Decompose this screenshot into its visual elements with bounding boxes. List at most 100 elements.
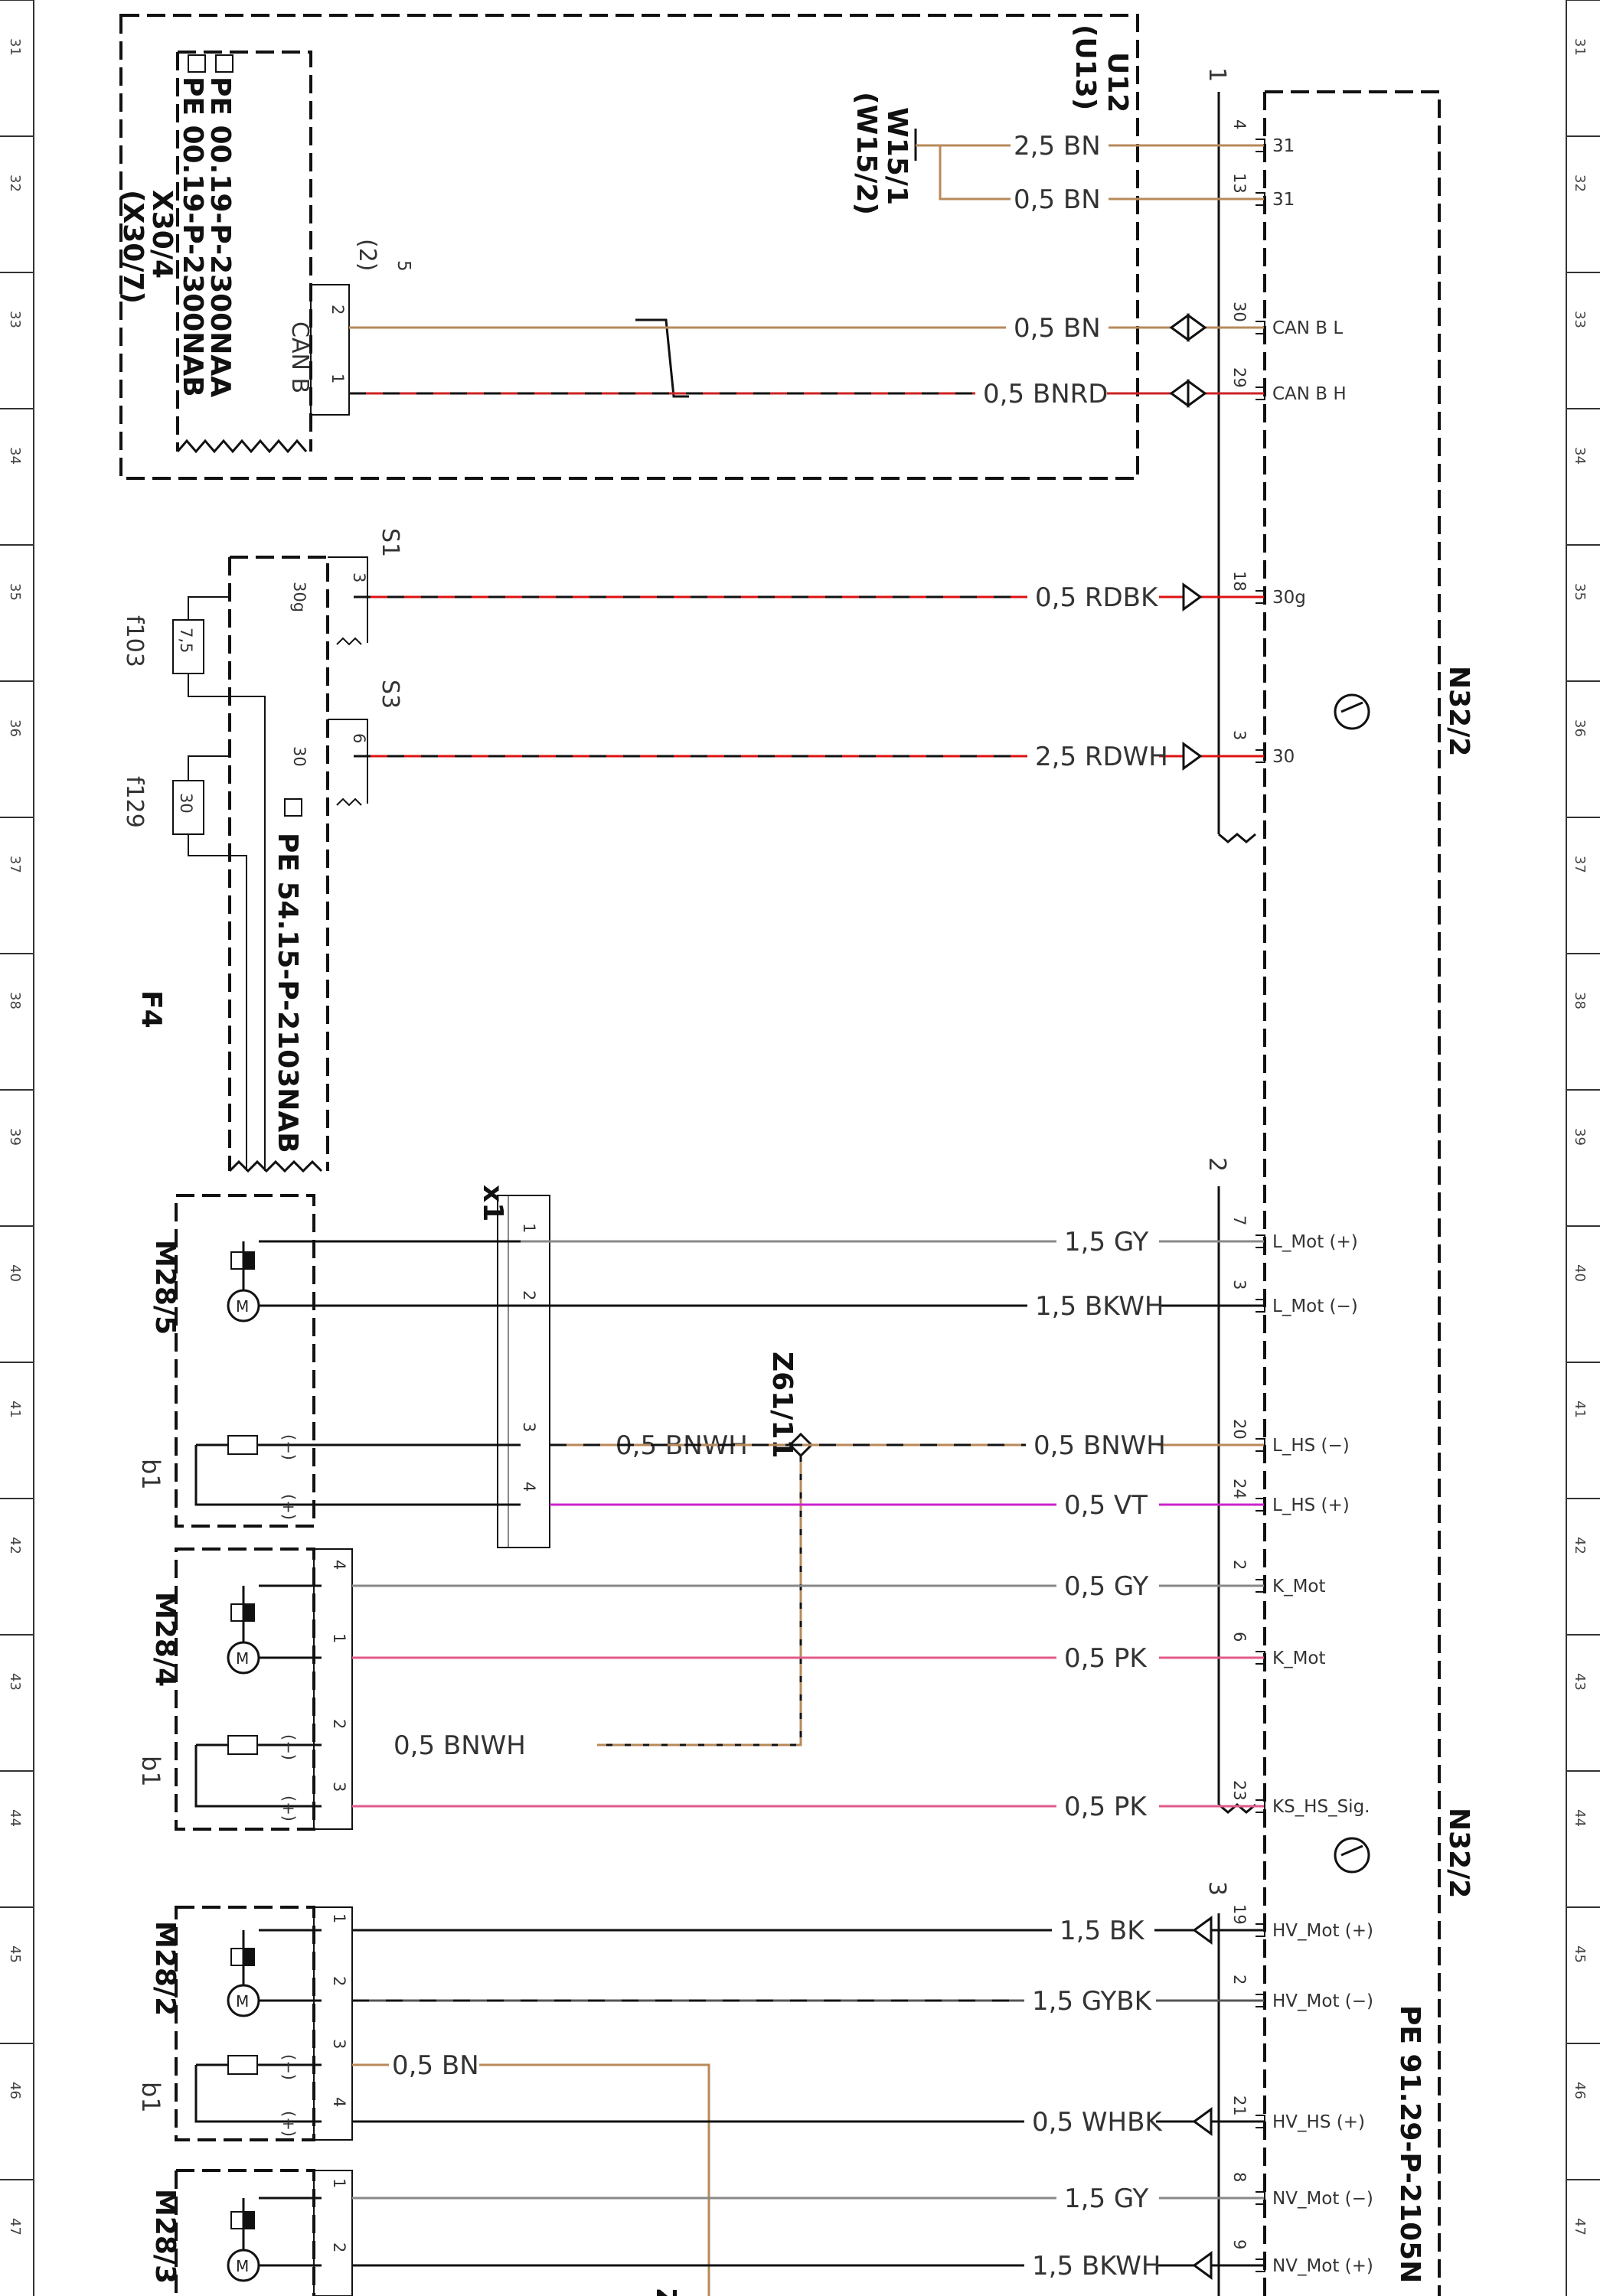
w15-ground-name: W15/1: [881, 107, 913, 205]
arrow-left-icon: [1192, 2107, 1213, 2136]
ecu-pin-number: 23: [1230, 1780, 1249, 1801]
x1-name: x1: [477, 1185, 508, 1221]
ecu-signal-name: HV_Mot (+): [1272, 1921, 1373, 1941]
bottom-cut-label: Z: [650, 2288, 681, 2296]
ecu-name: N32/2: [1443, 666, 1474, 756]
u12-module-box: [119, 14, 1139, 480]
x30-pin-count: 5: [393, 260, 413, 272]
x30-pin-alt: (2): [354, 239, 380, 272]
ruler-number: 35: [1572, 583, 1588, 601]
wire-label: 0,5 WHBK: [1032, 2107, 1163, 2138]
ruler-number: 44: [1572, 1809, 1588, 1827]
splice-z61-11: [597, 1432, 814, 1746]
ruler-number: 41: [1572, 1401, 1588, 1418]
ruler-number: 31: [7, 38, 23, 56]
fuse-f103-value: 7,5: [177, 628, 195, 653]
x30-connector-alt: (X30/7): [117, 190, 149, 304]
ecu-pin-number: 9: [1230, 2239, 1249, 2249]
x1-connector: [497, 1195, 550, 1548]
pin-terminal-icon: [1256, 2115, 1265, 2128]
ruler-number: 47: [1572, 2218, 1588, 2236]
ruler-number: 33: [7, 311, 23, 328]
sensor-plus: (+): [279, 1795, 298, 1821]
ecu-signal-name: 31: [1272, 136, 1295, 156]
sensor-pin: 3: [330, 1782, 348, 1792]
ground-symbol-icon: [914, 129, 1011, 201]
ecu-connector-2: 2: [1203, 1157, 1230, 1172]
sensor-b1-name: b1: [136, 2082, 165, 2113]
twisted-pair-marker: [635, 318, 689, 398]
ruler-number: 33: [1572, 311, 1588, 328]
x1-pin-3: 3: [520, 1422, 538, 1432]
ecu-signal-name: 30: [1272, 747, 1295, 767]
ecu-pin-number: 8: [1230, 2172, 1249, 2182]
wire-label: 1,5 GY: [1064, 1227, 1149, 1257]
sensor-minus: (−): [279, 1734, 298, 1760]
wire-label-bn-m28-2: 0,5 BN: [392, 2050, 479, 2081]
wire-label: 0,5 VT: [1064, 1490, 1148, 1521]
x1-pin-2: 2: [520, 1290, 538, 1300]
ecu-signal-name: L_HS (−): [1272, 1436, 1350, 1456]
motor-pin: 1: [330, 1913, 348, 1923]
ecu-signal-name: 30g: [1272, 588, 1306, 608]
ecu-pin-number: 20: [1230, 1419, 1249, 1440]
ruler-number: 34: [1572, 447, 1588, 465]
ecu-signal-name: HV_Mot (−): [1272, 1991, 1373, 2011]
wire-label: 0,5 PK: [1064, 1643, 1148, 1674]
ruler-number: 42: [1572, 1537, 1588, 1554]
ruler-number: 45: [7, 1945, 23, 1963]
x30-pin-1: 1: [328, 373, 347, 383]
hand-pointer-icon: [284, 798, 302, 817]
ruler-number: 40: [1572, 1264, 1588, 1282]
wire-label: 1,5 GY: [1064, 2183, 1149, 2214]
wire-label: 0,5 RDBK: [1035, 582, 1159, 613]
svg-text:M: M: [236, 1297, 249, 1316]
ecu-pin-number: 4: [1230, 119, 1249, 129]
ruler-number: 41: [7, 1401, 23, 1418]
pin-terminal-icon: [1256, 749, 1265, 763]
fuse-f103-name: f103: [121, 615, 148, 667]
ecu-pin-number: 19: [1230, 1904, 1249, 1925]
sensor-b1-name: b1: [136, 1459, 165, 1490]
fuse-f103: [172, 596, 266, 1171]
ecu-pin-number: 13: [1230, 173, 1249, 194]
u12-module-alt: (U13): [1069, 24, 1101, 110]
u12-module-name: U12: [1102, 52, 1133, 113]
ruler-number: 39: [1572, 1128, 1588, 1146]
sensor-pin: 4: [330, 2097, 348, 2107]
s1-label: S1: [377, 528, 403, 557]
sensor-plus: (+): [279, 2111, 298, 2137]
sensor-pin: 3: [330, 2039, 348, 2049]
ecu-pin-number: 3: [1230, 730, 1249, 740]
ruler-number: 35: [7, 583, 23, 601]
ecu-pin-number: 29: [1230, 367, 1249, 388]
ruler-number: 43: [7, 1673, 23, 1691]
pin-terminal-icon: [1256, 1579, 1265, 1593]
left-ruler: [33, 0, 1567, 2296]
fuse-box-name: F4: [136, 990, 167, 1029]
ruler-number: 39: [7, 1128, 23, 1146]
pin-terminal-icon: [1256, 2191, 1265, 2205]
x30-ref-b: PE 00.19-P-2300NAB: [177, 77, 208, 397]
motor-pin: 4: [330, 1560, 348, 1570]
terminal-30: 30: [290, 746, 309, 767]
arrow-left-icon: [1192, 1916, 1213, 1945]
ruler-number: 43: [1572, 1673, 1588, 1691]
ecu-name-repeat: N32/2: [1443, 1808, 1474, 1898]
wire-label: 0,5 BNWH: [1033, 1430, 1166, 1461]
pin-terminal-icon: [1256, 1234, 1265, 1248]
x30-ref-a: PE 00.19-P-2300NAA: [204, 77, 236, 397]
